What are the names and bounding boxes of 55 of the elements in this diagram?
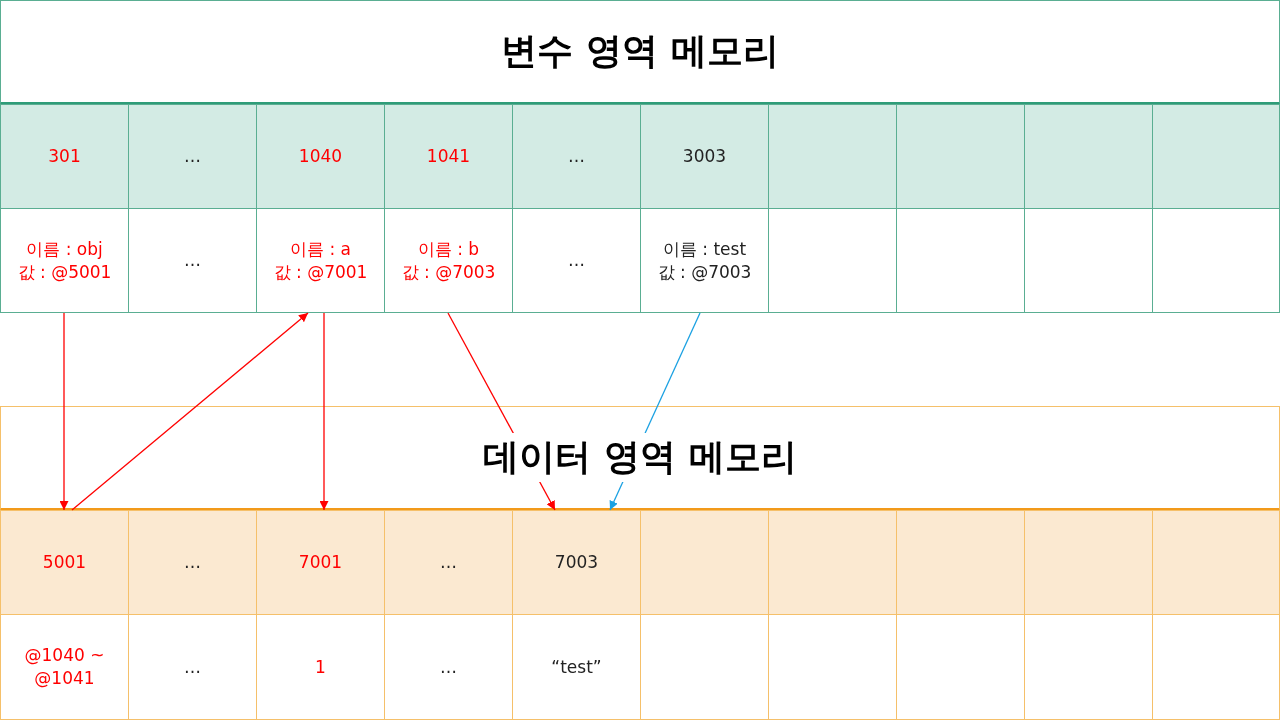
arrow bbox=[59, 312, 69, 511]
cell-text: 값 : @7003 bbox=[401, 260, 496, 284]
cell-text: … bbox=[184, 655, 201, 679]
address-cell bbox=[768, 510, 897, 615]
arrow bbox=[71, 312, 309, 511]
address-cell bbox=[128, 510, 257, 615]
address-cell bbox=[768, 104, 897, 209]
address-cell bbox=[1024, 104, 1153, 209]
address-text: 7001 bbox=[298, 551, 343, 574]
address-cell bbox=[640, 104, 769, 209]
address-text: … bbox=[184, 551, 201, 574]
address-cell bbox=[512, 104, 641, 209]
address-cell bbox=[640, 510, 769, 615]
address-cell bbox=[1152, 104, 1280, 209]
address-text: 3003 bbox=[682, 145, 727, 168]
address-cell bbox=[256, 104, 385, 209]
address-text: 1041 bbox=[426, 145, 471, 168]
cell-text: … bbox=[184, 249, 201, 272]
value-cell bbox=[0, 208, 129, 313]
value-cell bbox=[1152, 614, 1280, 720]
address-cell bbox=[896, 510, 1025, 615]
cell-text: 값 : @7001 bbox=[273, 260, 368, 284]
address-text: 1040 bbox=[298, 145, 343, 168]
arrow bbox=[609, 312, 701, 511]
cell-text: 이름 : obj bbox=[26, 237, 103, 261]
cell-text: 이름 : b bbox=[417, 237, 480, 261]
address-text: … bbox=[440, 551, 457, 574]
cell-text: 이름 : test bbox=[662, 237, 747, 261]
address-cell bbox=[0, 104, 129, 209]
address-cell bbox=[512, 510, 641, 615]
address-cell bbox=[896, 104, 1025, 209]
address-cell bbox=[1152, 510, 1280, 615]
cell-text: “test” bbox=[551, 655, 602, 679]
address-text: 5001 bbox=[42, 551, 87, 574]
cell-text: … bbox=[568, 249, 585, 272]
cell-text: 값 : @5001 bbox=[17, 260, 112, 284]
address-cell bbox=[128, 104, 257, 209]
address-cell bbox=[384, 104, 513, 209]
address-text: … bbox=[184, 145, 201, 168]
cell-text: 이름 : a bbox=[290, 237, 351, 261]
address-cell bbox=[256, 510, 385, 615]
cell-text: 1 bbox=[315, 655, 326, 679]
address-text: … bbox=[568, 145, 585, 168]
address-cell bbox=[0, 510, 129, 615]
arrow bbox=[319, 312, 329, 511]
address-text: 301 bbox=[48, 145, 81, 168]
cell-text: … bbox=[440, 655, 457, 679]
value-cell bbox=[1152, 208, 1280, 313]
address-cell bbox=[384, 510, 513, 615]
cell-text: @1040 ~ @1041 bbox=[23, 644, 106, 690]
value-cell bbox=[0, 614, 129, 720]
cell-text: 값 : @7003 bbox=[657, 260, 752, 284]
address-cell bbox=[1024, 510, 1153, 615]
address-text: 7003 bbox=[554, 551, 599, 574]
arrow bbox=[447, 312, 556, 511]
